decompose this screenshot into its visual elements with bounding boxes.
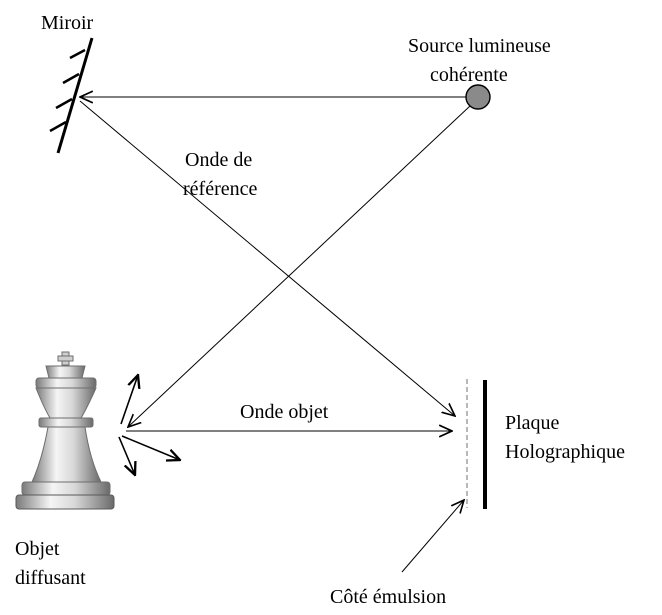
label-plate-line2: Holographique — [505, 441, 625, 463]
scatter-arrows — [118, 375, 180, 475]
label-source-line1: Source lumineuse — [408, 35, 551, 57]
label-source-line2: cohérente — [430, 64, 508, 86]
label-reference-wave-line1: Onde de — [185, 149, 252, 171]
label-object-line2: diffusant — [15, 567, 86, 589]
label-plate-line1: Plaque — [505, 412, 560, 434]
label-reference-wave-line2: référence — [183, 178, 257, 200]
light-source-icon — [465, 84, 491, 110]
source-to-object-beam — [128, 105, 471, 427]
label-emulsion-side: Côté émulsion — [330, 586, 446, 608]
label-object-line1: Objet — [15, 538, 60, 560]
label-mirror: Miroir — [41, 12, 94, 34]
mirror-icon — [49, 37, 94, 154]
label-object-wave: Onde objet — [240, 401, 329, 423]
emulsion-pointer-arrow — [401, 500, 464, 573]
reference-wave-beam — [79, 100, 455, 416]
chess-king-icon — [15, 351, 115, 510]
